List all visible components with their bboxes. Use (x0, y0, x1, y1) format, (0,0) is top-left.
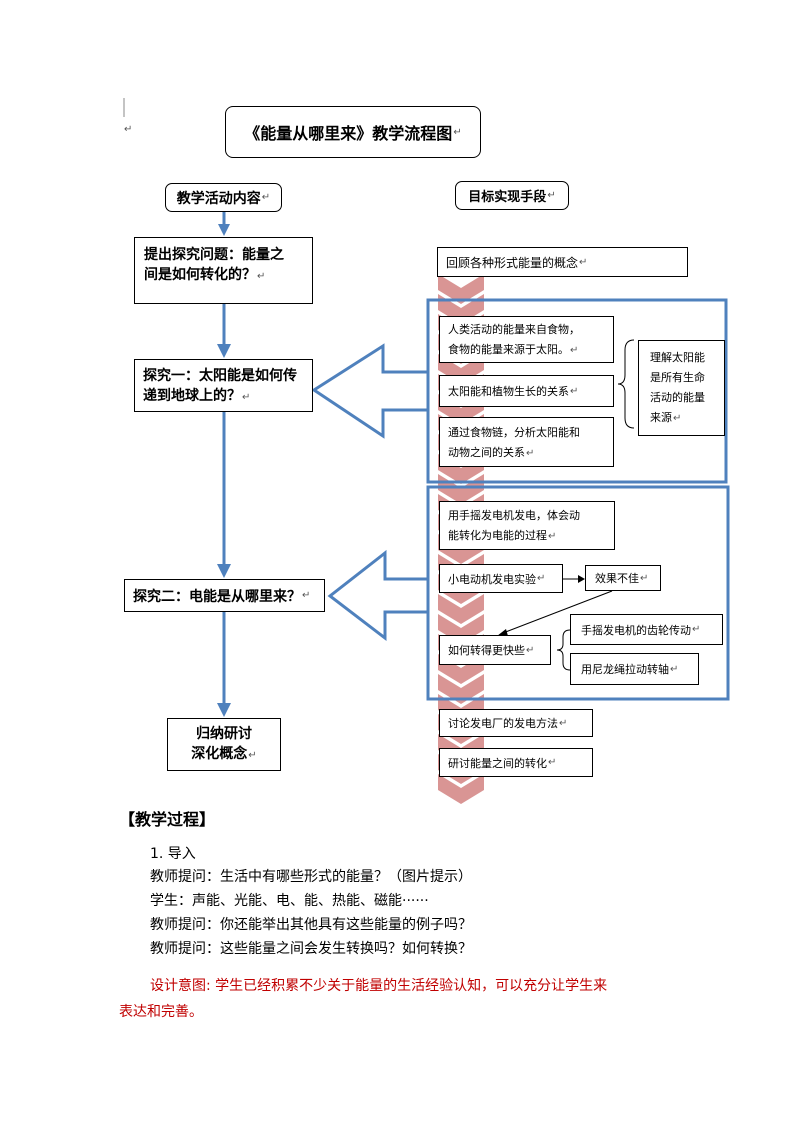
big-arrow-2 (327, 549, 430, 642)
connector-arrows (497, 575, 613, 636)
process-line: 教师提问：这些能量之间会发生转换吗？如何转换？ (150, 941, 472, 957)
group1-item1-line1: 人类活动的能量来自食物， (448, 323, 580, 336)
step4-line1: 归纳研讨 (196, 726, 252, 742)
review-label: 回顾各种形式能量的概念 (446, 255, 579, 270)
group2-item3: 如何转得更快些↵ (439, 635, 551, 665)
group1-item3: 通过食物链，分析太阳能和 动物之间的关系↵ (439, 417, 614, 467)
process-lines: 教师提问：生活中有哪些形式的能量？（图片提示） 学生：声能、光能、电、能、热能、… (150, 865, 472, 961)
left-header-label: 教学活动内容 (176, 190, 261, 207)
study-label: 研讨能量之间的转化 (448, 756, 547, 770)
group2-option1-label: 手摇发电机的齿轮传动 (581, 623, 691, 637)
group2-item3-label: 如何转得更快些 (448, 644, 525, 657)
step3-label: 探究二：电能是从哪里来？ (133, 588, 301, 605)
step4-box: 归纳研讨 深化概念↵ (167, 718, 281, 771)
group1-item3-line2: 动物之间的关系 (448, 446, 525, 459)
summary-line4: 来源 (650, 411, 672, 424)
section-title: 1. 导入 (150, 846, 196, 862)
process-heading: 【教学过程】 (119, 810, 216, 829)
brace-1 (617, 339, 635, 429)
flow-arrows (217, 212, 231, 717)
summary-line2: 是所有生命 (650, 371, 705, 384)
discuss-label: 讨论发电厂的发电方法 (448, 717, 558, 730)
return-mark: ↵ (124, 124, 133, 135)
step3-box: 探究二：电能是从哪里来？↵ (124, 579, 325, 612)
process-line: 教师提问：生活中有哪些形式的能量？（图片提示） (150, 869, 472, 885)
design-label: 设计意图: (150, 978, 211, 994)
design-text-1: 学生已经积累不少关于能量的生活经验认知，可以充分让学生来 (215, 978, 608, 994)
design-intent-cont: 表达和完善。 (119, 1004, 203, 1020)
group2-item1-line2: 能转化为电能的过程 (448, 529, 547, 542)
group2-item1: 用手摇发电机发电，体会动 能转化为电能的过程↵ (439, 501, 615, 550)
discuss-box: 讨论发电厂的发电方法↵ (439, 709, 593, 737)
process-line: 教师提问：你还能举出其他具有这些能量的例子吗？ (150, 917, 472, 933)
title-box: 《能量从哪里来》教学流程图↵ (225, 106, 481, 158)
chevron-mark (438, 274, 484, 304)
step1-line1: 提出探究问题：能量之 (144, 247, 284, 263)
big-arrow-1 (311, 343, 430, 439)
design-intent: 设计意图: 学生已经积累不少关于能量的生活经验认知，可以充分让学生来 (150, 974, 607, 998)
group1-item1-line2: 食物的能量来源于太阳。 (448, 343, 569, 356)
group2-option1: 手摇发电机的齿轮传动↵ (570, 614, 723, 645)
group2-item1-line1: 用手摇发电机发电，体会动 (448, 509, 580, 522)
chevron-mark (438, 594, 484, 624)
group2-option2: 用尼龙绳拉动转轴↵ (570, 653, 699, 685)
right-header: 目标实现手段↵ (455, 181, 569, 210)
group1-item3-line1: 通过食物链，分析太阳能和 (448, 426, 580, 439)
group2-result: 效果不佳↵ (585, 565, 661, 591)
group1-summary: 理解太阳能 是所有生命 活动的能量 来源↵ (638, 340, 725, 436)
study-box: 研讨能量之间的转化↵ (439, 748, 593, 777)
review-box: 回顾各种形式能量的概念↵ (437, 247, 688, 277)
group2-item2: 小电动机发电实验↵ (439, 564, 563, 593)
group1-item1: 人类活动的能量来自食物， 食物的能量来源于太阳。↵ (439, 316, 614, 363)
step2-line2: 递到地球上的？ (143, 388, 241, 404)
step1-line2: 间是如何转化的？ (144, 267, 256, 283)
group2-item2-label: 小电动机发电实验 (448, 572, 536, 586)
chevron-mark (438, 774, 484, 804)
group2-result-label: 效果不佳 (595, 572, 639, 585)
summary-line1: 理解太阳能 (650, 351, 705, 364)
group2-option2-label: 用尼龙绳拉动转轴 (581, 663, 669, 676)
step2-box: 探究一：太阳能是如何传 递到地球上的？↵ (134, 359, 313, 412)
group1-item2: 太阳能和植物生长的关系↵ (439, 375, 614, 407)
process-line: 学生：声能、光能、电、能、热能、磁能······ (150, 893, 429, 909)
step2-line1: 探究一：太阳能是如何传 (143, 368, 297, 384)
page-title: 《能量从哪里来》教学流程图 (244, 124, 453, 143)
summary-line3: 活动的能量 (650, 391, 705, 404)
step1-box: 提出探究问题：能量之 间是如何转化的？↵ (134, 237, 313, 304)
chevron-mark (438, 674, 484, 704)
left-header: 教学活动内容↵ (165, 183, 282, 212)
group1-item2-label: 太阳能和植物生长的关系 (448, 385, 569, 398)
brace-2 (556, 629, 571, 671)
right-header-label: 目标实现手段 (468, 190, 547, 205)
step4-line2: 深化概念 (191, 746, 248, 762)
